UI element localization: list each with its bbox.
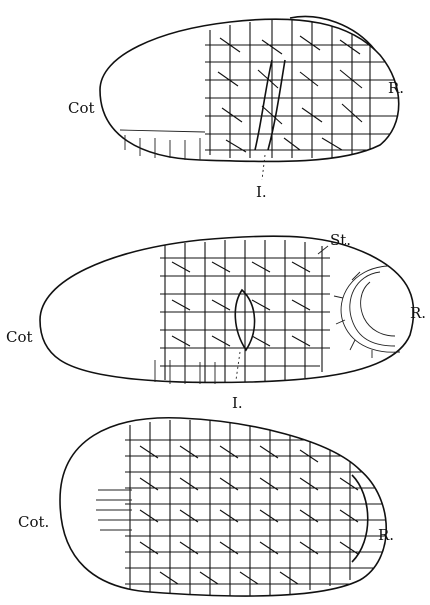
label-i-top: I.: [256, 183, 267, 201]
label-cot-top: Cot: [68, 99, 95, 117]
label-cot-bottom: Cot.: [18, 513, 49, 531]
embryo-top-cleft: [255, 60, 285, 150]
label-st-middle: St.: [330, 231, 351, 249]
embryo-middle-radicle-arcs: [334, 266, 400, 358]
label-i-middle: I.: [232, 394, 243, 412]
embryo-top: Cot R. I.: [68, 17, 404, 201]
label-cot-middle: Cot: [6, 328, 33, 346]
label-r-top: R.: [388, 79, 404, 97]
embryo-middle-basal-lines: [155, 360, 215, 384]
embryo-top-pointer-i: [262, 155, 265, 180]
embryo-middle: Cot R. I. St.: [6, 231, 426, 412]
label-r-middle: R.: [410, 304, 426, 322]
embryo-middle-cells: [160, 240, 330, 382]
embryo-bottom-outline: [60, 418, 386, 596]
embryo-bottom-cells: [125, 420, 385, 598]
embryo-top-outline: [100, 19, 399, 161]
embryo-bottom: Cot. R.: [18, 418, 394, 598]
embryo-middle-pointer-st: [318, 246, 328, 254]
embryo-bottom-basal-lines: [96, 490, 132, 530]
label-r-bottom: R.: [378, 526, 394, 544]
embryo-top-cells: [205, 18, 400, 158]
